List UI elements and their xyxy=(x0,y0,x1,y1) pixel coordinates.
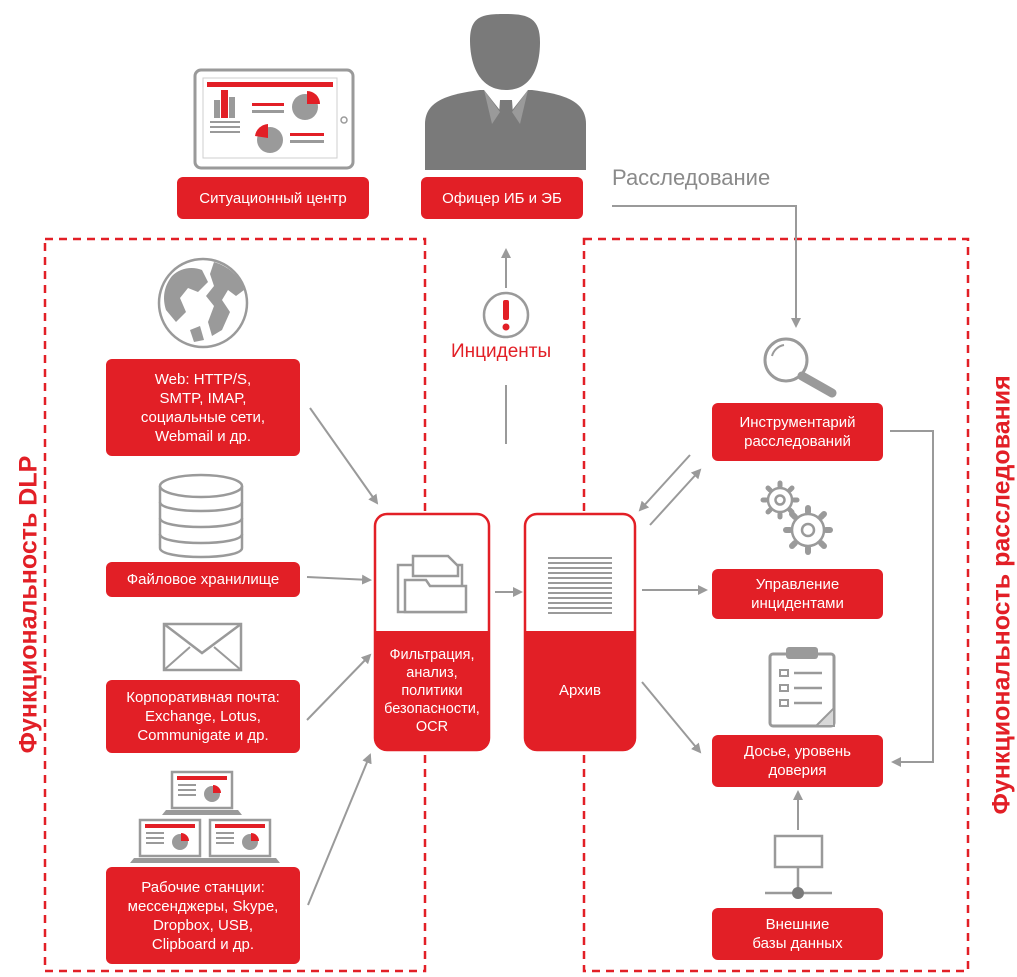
dlp-vertical-title: Функциональность DLP xyxy=(14,455,43,754)
archive-box: Архив xyxy=(525,631,635,750)
incidents-label: Инциденты xyxy=(451,341,552,362)
workstations-icon xyxy=(130,770,280,863)
investigation-label: Расследование xyxy=(612,165,771,190)
globe-icon xyxy=(157,257,249,349)
officer-silhouette-icon xyxy=(425,14,586,170)
investigation-tools-box: Инструментарий расследований xyxy=(712,403,883,461)
envelope-icon xyxy=(162,622,243,672)
folder-icon xyxy=(396,554,468,614)
magnifier-icon xyxy=(763,337,837,398)
external-db-box: Внешние базы данных xyxy=(712,908,883,960)
alert-icon xyxy=(482,291,530,339)
officer-box: Офицер ИБ и ЭБ xyxy=(421,177,583,219)
document-stack-icon xyxy=(548,557,612,614)
filtering-box: Фильтрация, анализ, политики безопасност… xyxy=(375,631,489,750)
database-icon xyxy=(158,473,244,559)
network-db-icon xyxy=(765,834,832,899)
clipboard-icon xyxy=(768,647,836,728)
file-storage-box: Файловое хранилище xyxy=(106,562,300,597)
corporate-mail-box: Корпоративная почта: Exchange, Lotus, Co… xyxy=(106,680,300,753)
workstations-box: Рабочие станции: мессенджеры, Skype, Dro… xyxy=(106,867,300,964)
gears-icon xyxy=(760,480,833,555)
dossier-box: Досье, уровень доверия xyxy=(712,735,883,787)
web-channels-box: Web: HTTP/S, SMTP, IMAP, социальные сети… xyxy=(106,359,300,456)
incident-management-box: Управление инцидентами xyxy=(712,569,883,619)
dashboard-monitor-icon xyxy=(193,68,355,170)
situation-center-box: Ситуационный центр xyxy=(177,177,369,219)
investigation-vertical-title: Функциональность расследования xyxy=(987,375,1016,815)
